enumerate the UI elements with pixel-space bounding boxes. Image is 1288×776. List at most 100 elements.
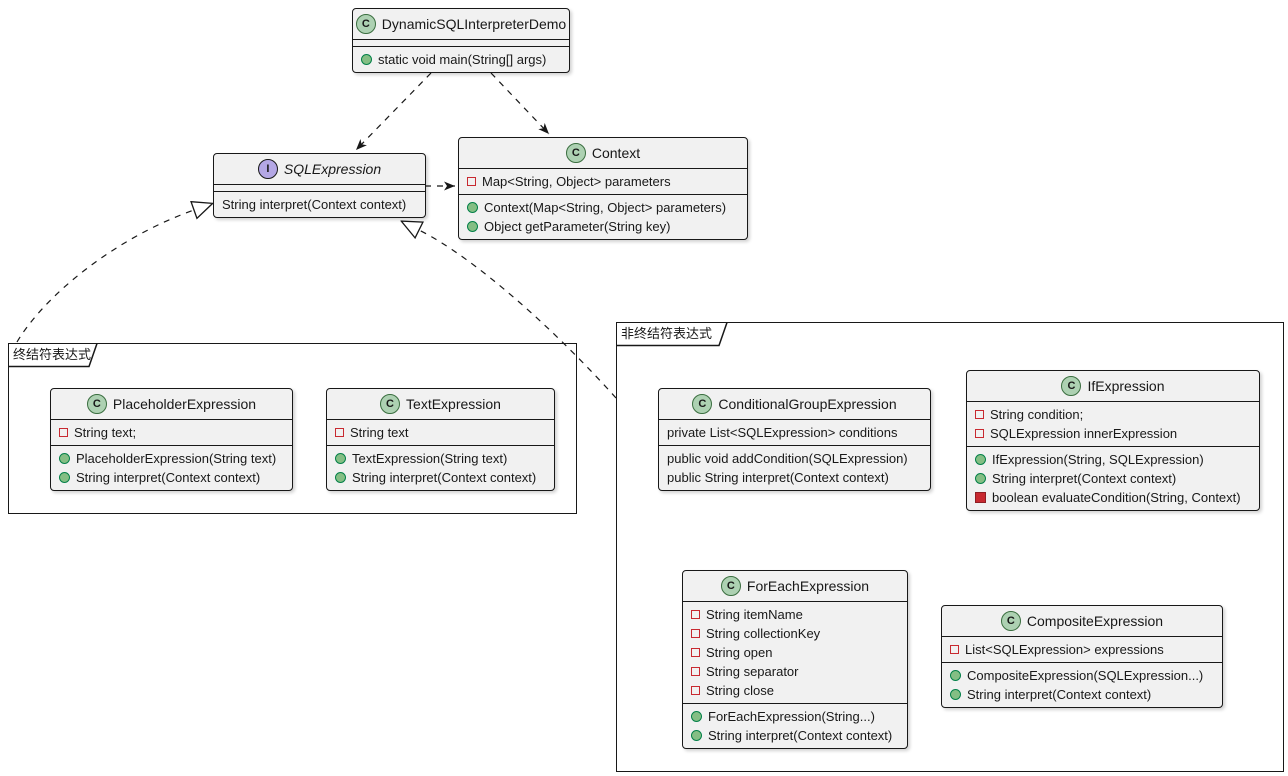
private-field-icon — [691, 667, 700, 676]
field-row: List<SQLExpression> expressions — [942, 640, 1222, 659]
private-field-icon — [975, 410, 984, 419]
class-spot-icon: C — [86, 394, 107, 414]
class-dynamicsqlinterpreterdemo: C DynamicSQLInterpreterDemo static void … — [352, 8, 570, 73]
fields-section: Map<String, Object> parameters — [459, 169, 747, 195]
field-text: String open — [706, 645, 773, 660]
method-text: String interpret(Context context) — [222, 197, 407, 212]
realization-terminal-frame-to-sqlexpression — [16, 210, 194, 343]
class-ifexpression: C IfExpression String condition; SQLExpr… — [966, 370, 1260, 511]
method-text: PlaceholderExpression(String text) — [76, 451, 277, 466]
class-header: C TextExpression — [327, 389, 554, 420]
method-text: Object getParameter(String key) — [484, 219, 671, 234]
field-row: String condition; — [967, 405, 1259, 424]
private-field-icon — [950, 645, 959, 654]
private-field-icon — [59, 428, 68, 437]
class-name: IfExpression — [1087, 378, 1165, 394]
interface-sqlexpression: I SQLExpression String interpret(Context… — [213, 153, 426, 218]
methods-section: CompositeExpression(SQLExpression...) St… — [942, 663, 1222, 707]
method-text: TextExpression(String text) — [352, 451, 508, 466]
field-row: SQLExpression innerExpression — [967, 424, 1259, 443]
method-row: Object getParameter(String key) — [459, 217, 747, 236]
class-name: Context — [591, 145, 641, 161]
class-name: PlaceholderExpression — [112, 396, 257, 412]
field-text: String separator — [706, 664, 799, 679]
fields-section: private List<SQLExpression> conditions — [659, 420, 930, 446]
method-row: String interpret(Context context) — [214, 195, 425, 214]
class-name: CompositeExpression — [1026, 613, 1164, 629]
method-row: static void main(String[] args) — [353, 50, 569, 69]
fields-section-empty — [353, 40, 569, 47]
class-placeholderexpression: C PlaceholderExpression String text; Pla… — [50, 388, 293, 491]
method-text: String interpret(Context context) — [708, 728, 893, 743]
method-row: String interpret(Context context) — [683, 726, 907, 745]
class-name: ForEachExpression — [746, 578, 870, 594]
class-spot-icon: C — [692, 394, 713, 414]
method-row: TextExpression(String text) — [327, 449, 554, 468]
public-method-icon — [950, 689, 961, 700]
method-row: public void addCondition(SQLExpression) — [659, 449, 930, 468]
class-header: C DynamicSQLInterpreterDemo — [353, 9, 569, 40]
private-field-icon — [691, 648, 700, 657]
class-spot-icon: C — [355, 14, 376, 34]
field-text: String text; — [74, 425, 137, 440]
class-header: C ConditionalGroupExpression — [659, 389, 930, 420]
field-row: private List<SQLExpression> conditions — [659, 423, 930, 442]
dependency-demo-to-sqlexpression — [355, 72, 432, 151]
methods-section: IfExpression(String, SQLExpression) Stri… — [967, 447, 1259, 510]
private-field-icon — [975, 429, 984, 438]
fields-section: String text — [327, 420, 554, 446]
methods-section: PlaceholderExpression(String text) Strin… — [51, 446, 292, 490]
method-row: PlaceholderExpression(String text) — [51, 449, 292, 468]
class-name: DynamicSQLInterpreterDemo — [381, 16, 567, 32]
class-header: I SQLExpression — [214, 154, 425, 185]
class-header: C Context — [459, 138, 747, 169]
method-text: IfExpression(String, SQLExpression) — [992, 452, 1204, 467]
method-text: Context(Map<String, Object> parameters) — [484, 200, 727, 215]
methods-section: Context(Map<String, Object> parameters) … — [459, 195, 747, 239]
public-method-icon — [975, 454, 986, 465]
method-row: boolean evaluateCondition(String, Contex… — [967, 488, 1259, 507]
fields-section: String condition; SQLExpression innerExp… — [967, 402, 1259, 447]
method-text: String interpret(Context context) — [76, 470, 261, 485]
field-text: Map<String, Object> parameters — [482, 174, 671, 189]
field-row: String collectionKey — [683, 624, 907, 643]
class-foreachexpression: C ForEachExpression String itemName Stri… — [682, 570, 908, 749]
field-text: String close — [706, 683, 774, 698]
field-row: Map<String, Object> parameters — [459, 172, 747, 191]
field-text: String itemName — [706, 607, 803, 622]
class-header: C IfExpression — [967, 371, 1259, 402]
public-method-icon — [950, 670, 961, 681]
public-method-icon — [467, 202, 478, 213]
method-row: String interpret(Context context) — [942, 685, 1222, 704]
method-text: String interpret(Context context) — [967, 687, 1152, 702]
method-text: public String interpret(Context context) — [667, 470, 889, 485]
method-text: String interpret(Context context) — [352, 470, 537, 485]
class-spot-icon: C — [1061, 376, 1082, 396]
class-conditionalgroupexpression: C ConditionalGroupExpression private Lis… — [658, 388, 931, 491]
field-text: List<SQLExpression> expressions — [965, 642, 1164, 657]
method-row: String interpret(Context context) — [51, 468, 292, 487]
public-method-icon — [691, 730, 702, 741]
class-compositeexpression: C CompositeExpression List<SQLExpression… — [941, 605, 1223, 708]
public-method-icon — [467, 221, 478, 232]
method-row: String interpret(Context context) — [327, 468, 554, 487]
frame-terminal-expressions — [8, 343, 577, 514]
method-text: public void addCondition(SQLExpression) — [667, 451, 908, 466]
methods-section: ForEachExpression(String...) String inte… — [683, 704, 907, 748]
class-name: SQLExpression — [283, 161, 382, 177]
class-spot-icon: C — [380, 394, 401, 414]
method-row: public String interpret(Context context) — [659, 468, 930, 487]
method-text: static void main(String[] args) — [378, 52, 547, 67]
field-text: String collectionKey — [706, 626, 821, 641]
field-row: String separator — [683, 662, 907, 681]
frame-nonterminal-expressions — [616, 322, 1284, 772]
private-field-icon — [467, 177, 476, 186]
private-field-icon — [691, 610, 700, 619]
private-field-icon — [691, 686, 700, 695]
methods-section: String interpret(Context context) — [214, 192, 425, 217]
method-row: CompositeExpression(SQLExpression...) — [942, 666, 1222, 685]
public-method-icon — [335, 472, 346, 483]
method-text: String interpret(Context context) — [992, 471, 1177, 486]
field-row: String itemName — [683, 605, 907, 624]
